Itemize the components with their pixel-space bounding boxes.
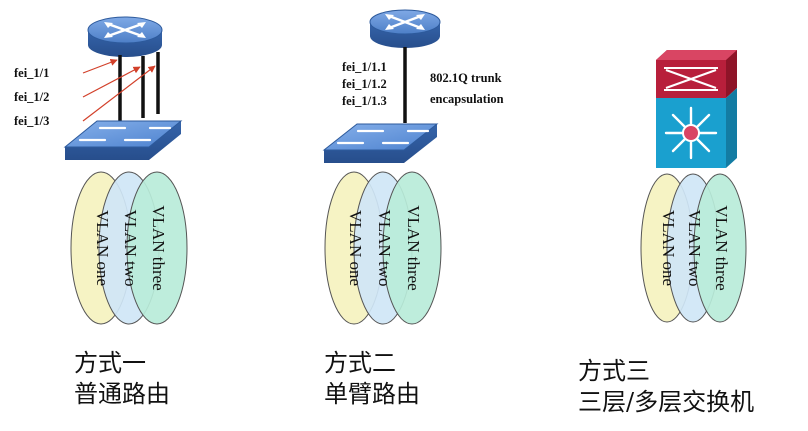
port-label: fei_1/2 xyxy=(14,90,49,104)
scenario-title: 方式二 xyxy=(324,349,396,377)
physical-links xyxy=(118,52,160,122)
scenario-3-diagram xyxy=(640,50,747,323)
scenario-subtitle: 普通路由 xyxy=(74,380,170,408)
vlan-label: VLAN two xyxy=(685,210,704,287)
vlan-label: VLAN three xyxy=(404,205,423,290)
scenario-subtitle: 三层/多层交换机 xyxy=(578,388,755,416)
trunk-label: 802.1Q trunk xyxy=(430,71,502,85)
vlan-ellipses xyxy=(324,171,442,325)
subinterface-label: fei_1/1.3 xyxy=(342,94,387,108)
router-icon xyxy=(87,16,163,57)
vlan-label: VLAN one xyxy=(659,210,678,286)
vlan-label: VLAN two xyxy=(375,210,394,287)
scenario-2-caption: 方式二 单臂路由 xyxy=(324,348,420,410)
scenario-subtitle: 单臂路由 xyxy=(324,380,420,408)
scenario-title: 方式一 xyxy=(74,349,146,377)
subinterface-label: fei_1/1.2 xyxy=(342,77,387,91)
multilayer-switch-icon xyxy=(656,50,737,168)
switch-icon xyxy=(63,120,183,160)
scenario-1-caption: 方式一 普通路由 xyxy=(74,348,170,410)
switch-icon xyxy=(322,123,439,163)
vlan-label: VLAN three xyxy=(712,205,731,290)
port-arrows xyxy=(82,58,156,122)
subinterface-label: fei_1/1.1 xyxy=(342,60,387,74)
scenario-1-diagram xyxy=(63,16,188,325)
scenario-2-diagram xyxy=(322,9,442,325)
scenario-3-caption: 方式三 三层/多层交换机 xyxy=(578,356,754,418)
vlan-ellipses xyxy=(640,173,747,323)
port-label: fei_1/1 xyxy=(14,66,49,80)
vlan-label: VLAN two xyxy=(121,210,140,287)
vlan-label: VLAN one xyxy=(93,210,112,286)
scenario-title: 方式三 xyxy=(578,357,650,385)
port-label: fei_1/3 xyxy=(14,114,49,128)
trunk-label: encapsulation xyxy=(430,92,504,106)
vlan-label: VLAN three xyxy=(149,205,168,290)
vlan-label: VLAN one xyxy=(346,210,365,286)
vlan-ellipses xyxy=(70,171,188,325)
router-icon xyxy=(369,9,441,48)
